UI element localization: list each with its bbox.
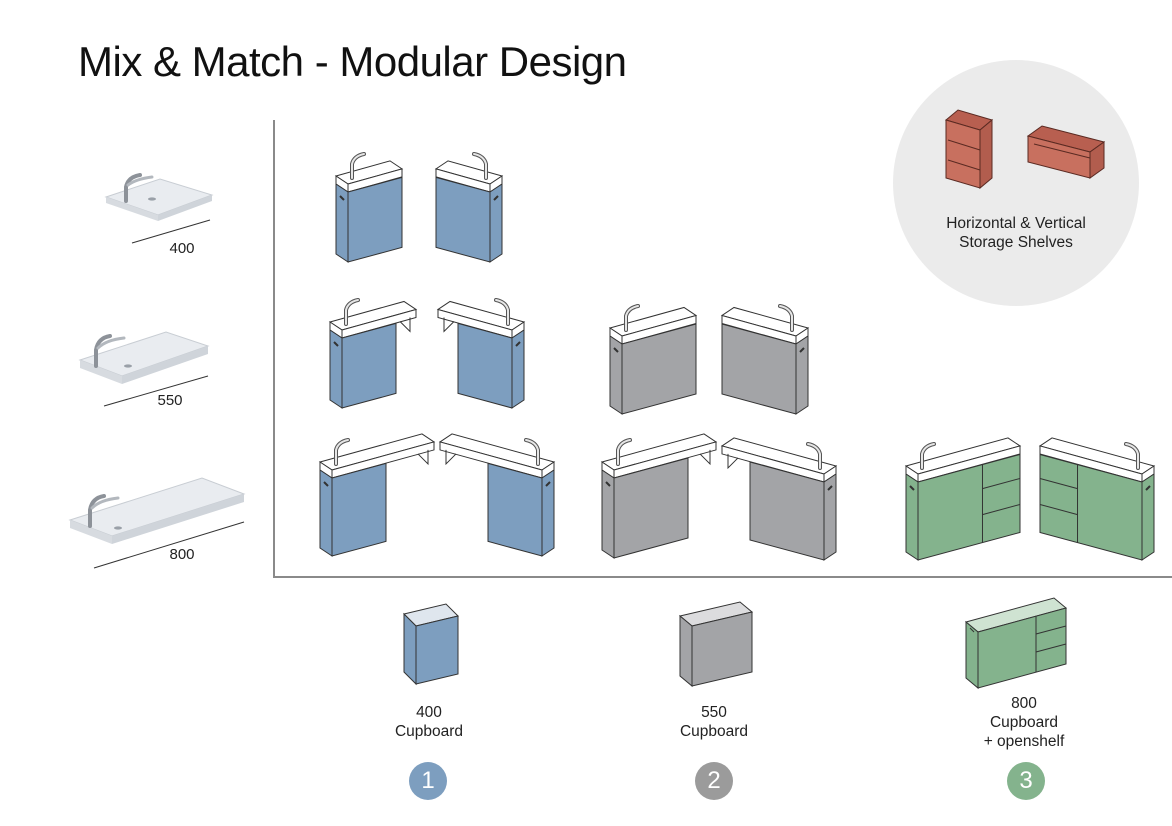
unit-550-basin-800-right	[720, 437, 838, 561]
basin-550-label: 550	[157, 392, 183, 409]
cupboard-550-size: 550	[701, 704, 727, 721]
storage-caption-line1: Horizontal & Vertical	[946, 215, 1086, 232]
cabinet-side	[511, 329, 525, 409]
cupboard-800-caption: 800 Cupboard + openshelf	[944, 694, 1104, 751]
vertical-axis-line	[273, 120, 275, 578]
cupboard-400-size: 400	[416, 704, 442, 721]
badge-2: 2	[695, 762, 733, 800]
badge-3: 3	[1007, 762, 1045, 800]
cabinet-side	[335, 183, 349, 263]
cabinet-front	[917, 453, 1021, 561]
page-title: Mix & Match - Modular Design	[78, 38, 627, 85]
cabinet-side	[609, 335, 623, 415]
cabinet-side	[795, 335, 809, 415]
basin-800-image	[68, 477, 246, 569]
wall-bracket	[443, 317, 455, 333]
horizontal-axis-line	[273, 576, 1172, 578]
cupboard-800-size: 800	[1011, 695, 1037, 712]
cabinet-front	[341, 322, 397, 409]
cupboard-550-image	[678, 601, 754, 688]
wall-bracket	[399, 317, 411, 333]
cupboard-550-caption: 550 Cupboard	[634, 703, 794, 741]
cabinet-front	[331, 462, 387, 557]
cupboard-400-type: Cupboard	[394, 723, 464, 740]
unit-400-basin-800-left	[318, 433, 436, 557]
cabinet-front	[487, 462, 543, 557]
cupboard-400-caption: 400 Cupboard	[349, 703, 509, 741]
horizontal-shelf-image	[1026, 125, 1106, 179]
wall-bracket	[727, 453, 739, 470]
unit-550-basin-550-left	[608, 304, 698, 415]
cabinet-side	[329, 329, 343, 409]
wall-bracket	[699, 449, 711, 466]
storage-shelves-panel	[893, 60, 1139, 306]
unit-550-basin-550-right	[720, 304, 810, 415]
cabinet-front	[621, 323, 697, 415]
cabinet-front	[347, 176, 403, 263]
basin-550-image	[78, 331, 210, 407]
cabinet-front	[721, 323, 797, 415]
wall-bracket	[417, 449, 429, 466]
cabinet-front	[457, 322, 513, 409]
unit-400-basin-550-left	[328, 298, 418, 409]
unit-400-basin-800-right	[438, 433, 556, 557]
unit-800-basin-800-right	[1038, 437, 1156, 561]
cabinet-front	[435, 176, 491, 263]
basin-400-label: 400	[169, 240, 195, 257]
cabinet-side	[489, 183, 503, 263]
wall-bracket	[445, 449, 457, 466]
cupboard-550-type: Cupboard	[679, 723, 749, 740]
cupboard-800-type: Cupboard	[989, 714, 1059, 731]
cupboard-800-extra: + openshelf	[983, 733, 1065, 750]
cabinet-front	[749, 461, 825, 561]
storage-shelves-caption: Horizontal & Vertical Storage Shelves	[893, 214, 1139, 252]
basin-800-label: 800	[169, 546, 195, 563]
storage-caption-line2: Storage Shelves	[959, 234, 1073, 251]
unit-400-basin-400-right	[434, 152, 504, 263]
unit-400-basin-400-left	[334, 152, 404, 263]
unit-400-basin-550-right	[436, 298, 526, 409]
badge-1: 1	[409, 762, 447, 800]
unit-800-basin-800-left	[904, 437, 1022, 561]
cabinet-front	[1039, 453, 1143, 561]
cupboard-800-openshelf-image	[964, 597, 1068, 690]
cupboard-400-image	[403, 603, 459, 686]
vertical-shelf-image	[944, 109, 994, 190]
basin-400-image	[104, 173, 214, 244]
cabinet-front	[613, 457, 689, 559]
unit-550-basin-800-left	[600, 433, 718, 559]
